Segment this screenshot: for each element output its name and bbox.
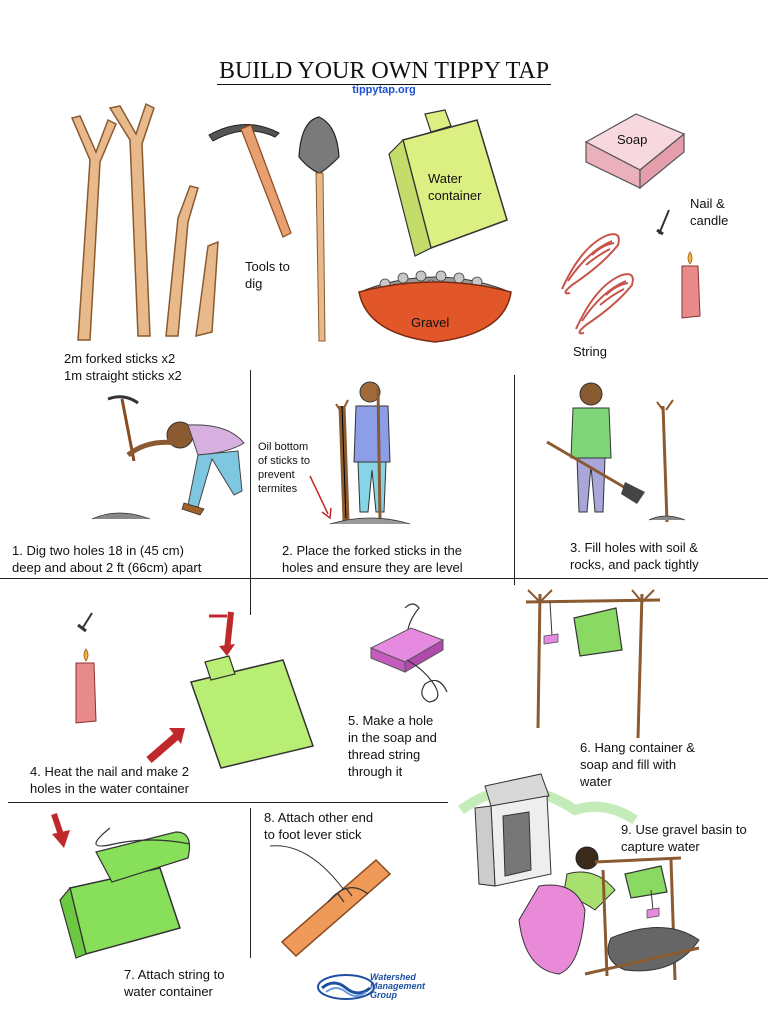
step1-digging-illustration [91, 395, 245, 520]
step5-caption: 5. Make a hole in the soap and thread st… [348, 713, 437, 779]
soap-bar-illustration [584, 113, 686, 190]
pickaxe-illustration [208, 124, 292, 238]
site-url: tippytap.org [352, 84, 416, 96]
candle-illustration [681, 251, 701, 319]
forked-sticks-illustration [70, 102, 219, 341]
water-container-illustration [388, 109, 508, 257]
water-container-label: Water container [428, 171, 482, 203]
step2-caption: 2. Place the forked sticks in the holes … [282, 543, 463, 575]
logo-text: Watershed Management Group [370, 972, 426, 1000]
gravel-basin-illustration [358, 270, 512, 343]
step3-caption: 3. Fill holes with soil & rocks, and pac… [570, 540, 699, 572]
step9-latrine-handwashing-illustration [458, 773, 700, 981]
string-coils-illustration [561, 233, 634, 335]
step8-foot-lever-illustration [269, 845, 392, 958]
oil-note-arrow-icon [309, 475, 332, 520]
divider-h2 [8, 802, 448, 803]
nail-illustration [656, 209, 670, 236]
divider-v1 [250, 370, 251, 615]
divider-v2 [514, 375, 515, 585]
sticks-caption: 2m forked sticks x2 1m straight sticks x… [64, 351, 182, 383]
step7-string-container-illustration [51, 813, 191, 959]
step4-container-illustration [146, 611, 314, 769]
step2-oil-note: Oil bottom of sticks to prevent termites [258, 441, 310, 495]
step7-caption: 7. Attach string to water container [124, 967, 225, 999]
step2-stick-placement-illustration [329, 381, 411, 525]
string-label: String [573, 344, 607, 359]
step4-caption: 4. Heat the nail and make 2 holes in the… [30, 764, 189, 796]
step6-hanging-frame-illustration [525, 589, 661, 739]
step4-heating-nail-illustration [75, 612, 97, 724]
nail-candle-label: Nail & candle [690, 196, 729, 228]
step8-caption: 8. Attach other end to foot lever stick [264, 810, 374, 842]
tools-caption: Tools to dig [245, 259, 290, 291]
step3-filling-illustration [546, 382, 686, 523]
step9-caption: 9. Use gravel basin to capture water [621, 822, 747, 854]
step1-caption: 1. Dig two holes 18 in (45 cm) deep and … [12, 543, 202, 575]
gravel-label: Gravel [411, 315, 450, 330]
divider-v3 [250, 808, 251, 958]
soap-label: Soap [617, 132, 648, 147]
step6-caption: 6. Hang container & soap and fill with w… [580, 740, 695, 789]
page-title: BUILD YOUR OWN TIPPY TAP [216, 58, 552, 85]
step5-soap-string-illustration [369, 603, 448, 703]
water-wave-icon [317, 974, 375, 1000]
shovel-illustration [298, 116, 340, 342]
divider-h1 [0, 578, 768, 579]
